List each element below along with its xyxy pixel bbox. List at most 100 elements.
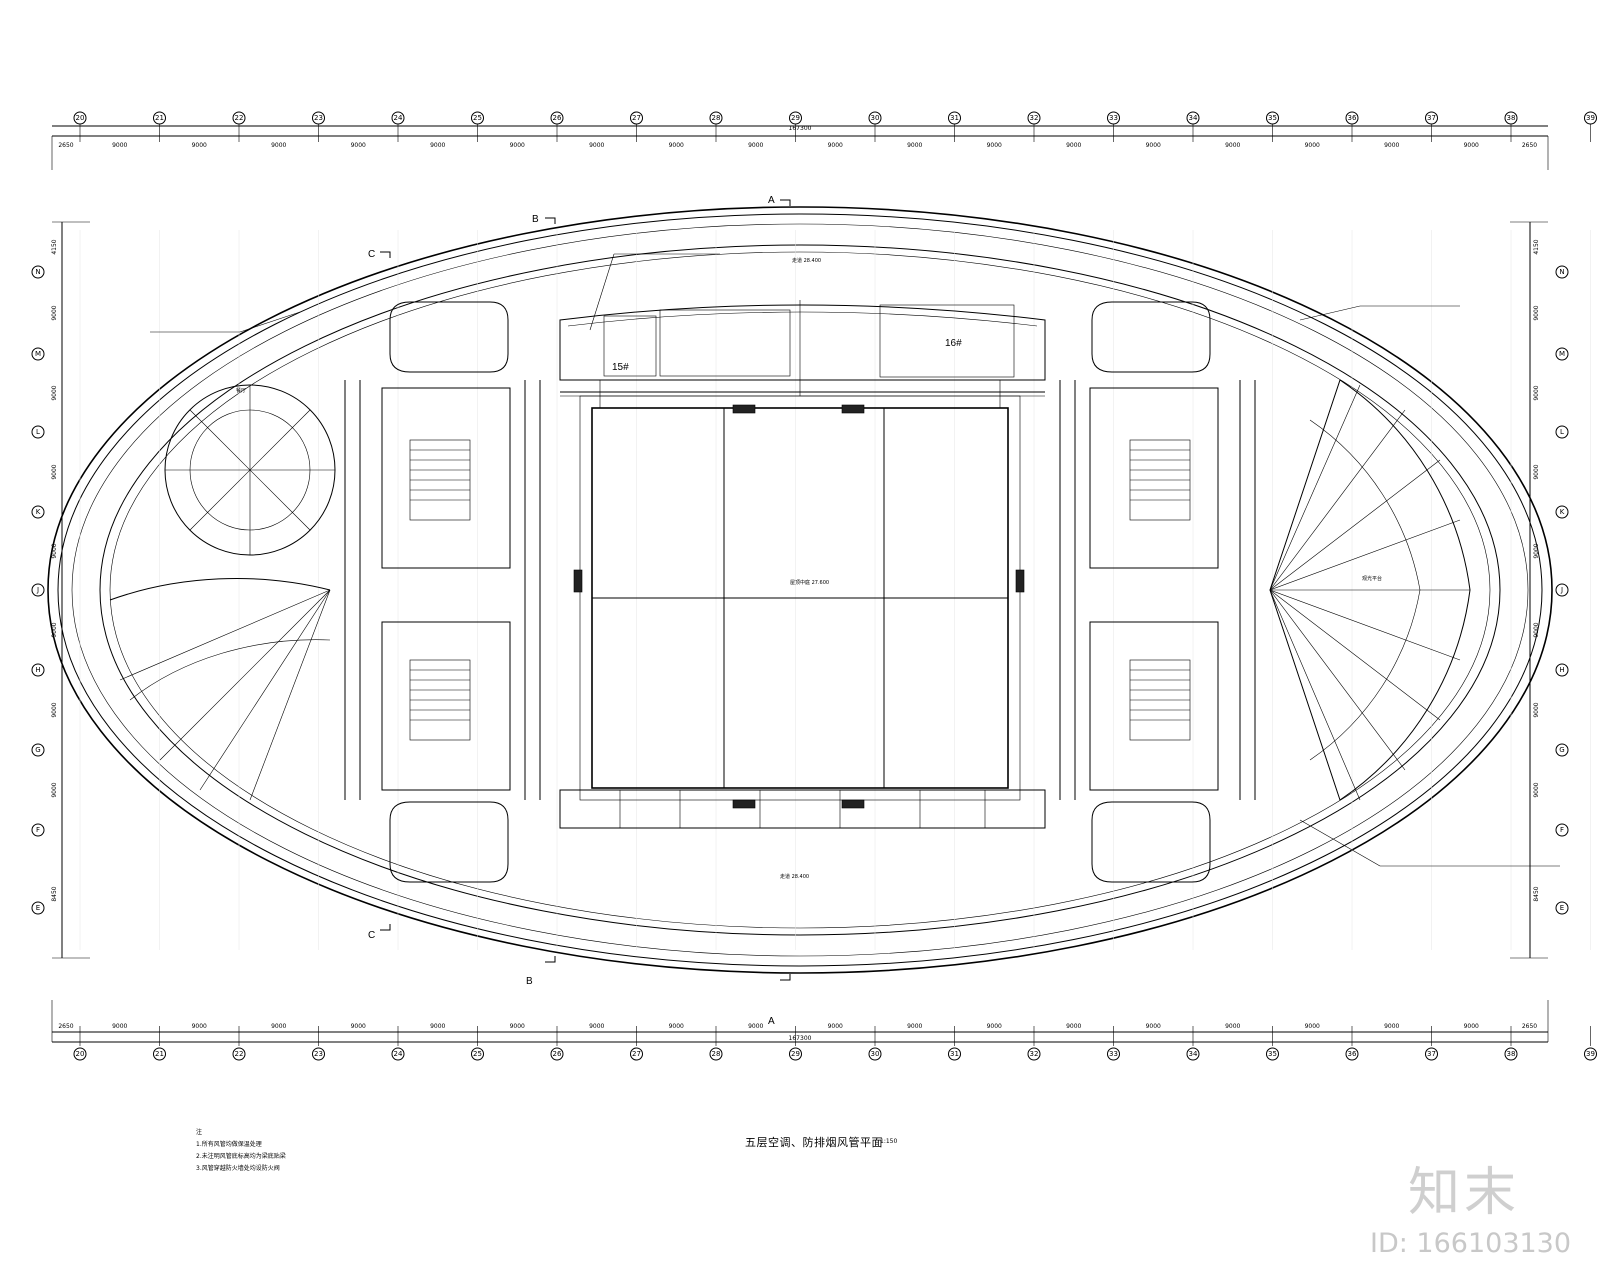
side-dimension-label: 9000 (1533, 702, 1540, 717)
svg-text:K: K (36, 508, 41, 516)
svg-text:32: 32 (1030, 114, 1039, 122)
side-dimension-label: 9000 (1533, 782, 1540, 797)
svg-text:38: 38 (1507, 114, 1516, 122)
svg-text:23: 23 (314, 1050, 323, 1058)
dimension-label: 2650 (1522, 142, 1537, 149)
svg-text:36: 36 (1348, 114, 1357, 122)
axis-bubble-top: 25 (471, 111, 484, 125)
axis-bubble-bottom: 22 (232, 1047, 246, 1061)
svg-text:39: 39 (1586, 1050, 1595, 1058)
axis-bubble-bottom: 31 (948, 1047, 961, 1061)
dimension-label: 9000 (192, 142, 207, 149)
axis-bubble-top: 32 (1027, 111, 1041, 125)
dimension-label: 9000 (987, 142, 1002, 149)
axis-bubble-left: G (31, 743, 45, 757)
dimension-label: 9000 (112, 1023, 127, 1030)
west-core (344, 301, 541, 883)
svg-text:34: 34 (1189, 1050, 1198, 1058)
axis-bubble-bottom: 25 (471, 1047, 484, 1061)
axis-bubble-bottom: 27 (630, 1047, 643, 1061)
side-dimension-labels: 4150900090009000900090009000900084504150… (51, 239, 1540, 901)
svg-text:L: L (36, 428, 40, 436)
atrium-label: 屋顶中庭 27.600 (790, 579, 829, 586)
dimension-label: 9000 (589, 142, 604, 149)
dimension-label: 9000 (1225, 1023, 1240, 1030)
axis-bubble-bottom: 30 (868, 1047, 882, 1061)
dimension-label: 9000 (1384, 1023, 1399, 1030)
drawing-title: 五层空调、防排烟风管平面 (745, 1136, 883, 1149)
svg-text:33: 33 (1109, 1050, 1118, 1058)
dimension-label: 9000 (828, 1023, 843, 1030)
axis-bubble-bottom: 20 (73, 1047, 87, 1061)
svg-text:J: J (36, 586, 39, 594)
svg-text:23: 23 (314, 114, 323, 122)
note-item: 3.风管穿越防火墙处均设防火阀 (196, 1165, 280, 1172)
dimension-label: 9000 (1146, 1023, 1161, 1030)
dimension-label: 9000 (748, 1023, 763, 1030)
side-dimension-label: 9000 (51, 622, 58, 637)
axis-bubble-bottom: 39 (1584, 1047, 1597, 1061)
axis-bubble-top: 23 (312, 111, 325, 125)
bottom-dimension-labels: 2650 9000 9000 9000 9000 9000 9000 9000 9000 9000… (58, 1023, 1537, 1030)
axis-bubble-bottom: 34 (1186, 1047, 1200, 1061)
watermark-logo: 知末 (1408, 1163, 1521, 1223)
axis-bubble-top: 27 (630, 111, 643, 125)
dimension-label: 2650 (1522, 1023, 1537, 1030)
south-corridor-label: 走道 28.400 (780, 873, 809, 880)
east-core (1059, 301, 1256, 883)
dimension-label: 9000 (192, 1023, 207, 1030)
svg-text:21: 21 (155, 114, 164, 122)
axis-bubble-bottom: 21 (153, 1047, 166, 1061)
svg-text:30: 30 (871, 114, 880, 122)
watermark-id: ID: 166103130 (1370, 1228, 1572, 1259)
dimension-label: 2650 (58, 142, 73, 149)
axis-bubble-left: K (31, 505, 45, 519)
axis-bubble-top: 21 (153, 111, 166, 125)
bottom-dimension-chain (51, 1000, 1549, 1043)
dimension-label: 9000 (907, 1023, 922, 1030)
side-dimension-label: 9000 (51, 702, 58, 717)
dimension-label: 9000 (1225, 142, 1240, 149)
section-c-bottom: C (368, 930, 375, 941)
side-dimension-label: 9000 (51, 782, 58, 797)
axis-bubble-bottom: 24 (391, 1047, 405, 1061)
svg-text:J: J (1560, 586, 1563, 594)
svg-text:38: 38 (1507, 1050, 1516, 1058)
svg-text:37: 37 (1427, 114, 1436, 122)
axis-bubble-top: 38 (1504, 111, 1518, 125)
svg-text:F: F (36, 826, 40, 834)
svg-text:28: 28 (712, 1050, 721, 1058)
svg-text:31: 31 (950, 1050, 959, 1058)
section-c-top: C (368, 249, 375, 260)
svg-text:H: H (1559, 666, 1564, 674)
side-dimension-label: 9000 (51, 305, 58, 320)
dimension-label: 9000 (1146, 142, 1161, 149)
dimension-label: 9000 (1464, 1023, 1479, 1030)
side-dimension-label: 9000 (1533, 543, 1540, 558)
axis-bubble-bottom: 32 (1027, 1047, 1041, 1061)
axis-bubble-top: 39 (1584, 111, 1597, 125)
leader-lines (150, 253, 1560, 867)
svg-text:28: 28 (712, 114, 721, 122)
south-central-strip (559, 789, 1046, 829)
svg-text:L: L (1560, 428, 1564, 436)
dimension-label: 9000 (1384, 142, 1399, 149)
axis-bubble-top: 37 (1425, 111, 1438, 125)
section-a-top: A (768, 195, 775, 206)
svg-text:22: 22 (235, 1050, 244, 1058)
dimension-label: 9000 (589, 1023, 604, 1030)
room-16-label: 16# (945, 338, 962, 349)
axis-bubble-bottom: 38 (1504, 1047, 1518, 1061)
axis-bubble-bottom: 33 (1107, 1047, 1120, 1061)
svg-text:35: 35 (1268, 1050, 1277, 1058)
axis-bubble-top: 33 (1107, 111, 1120, 125)
svg-text:29: 29 (791, 114, 800, 122)
dimension-label: 9000 (907, 142, 922, 149)
top-axis-ticks (79, 124, 1591, 142)
axis-bubble-left: H (31, 663, 45, 677)
section-markers (380, 199, 791, 981)
